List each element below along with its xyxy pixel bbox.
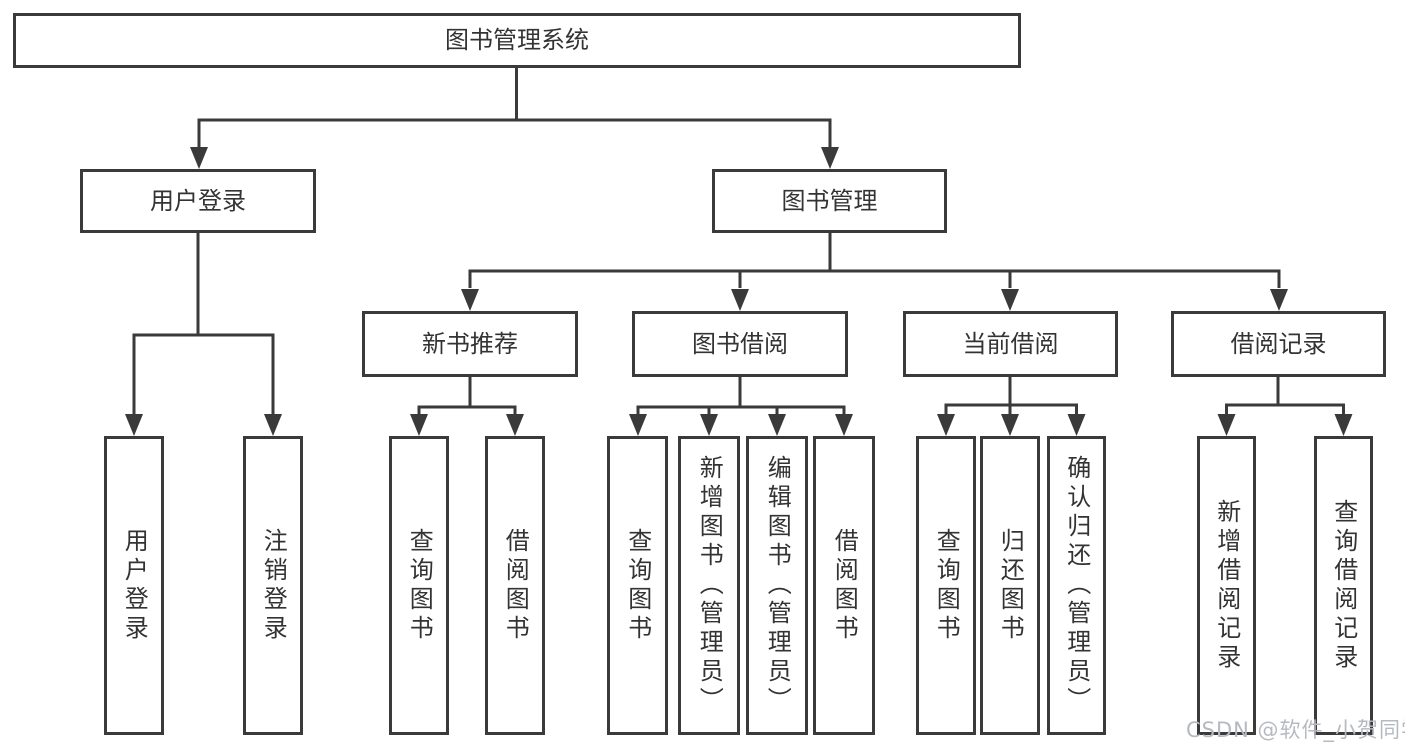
node-root-library-system: 图书管理系统 <box>13 13 1021 68</box>
node-leaf-borrow-books-recommend: 借阅图书 <box>485 436 545 735</box>
node-book-borrowing: 图书借阅 <box>632 311 848 377</box>
node-leaf-query-borrow-record: 查询借阅记录 <box>1314 436 1373 735</box>
node-borrowing-records: 借阅记录 <box>1171 311 1386 377</box>
node-leaf-query-books-recommend: 查询图书 <box>389 436 449 735</box>
node-leaf-logout: 注销登录 <box>243 436 303 735</box>
csdn-watermark: CSDN @软件_小贺同学 <box>1186 718 1405 742</box>
node-book-management: 图书管理 <box>712 169 947 233</box>
node-leaf-query-books-current: 查询图书 <box>916 436 976 735</box>
node-leaf-user-login: 用户登录 <box>104 436 164 735</box>
node-new-book-recommend: 新书推荐 <box>362 311 578 377</box>
node-leaf-query-books-borrow: 查询图书 <box>607 436 668 735</box>
node-leaf-add-borrow-record: 新增借阅记录 <box>1197 436 1256 735</box>
node-leaf-return-books: 归还图书 <box>980 436 1040 735</box>
node-current-borrowing: 当前借阅 <box>903 311 1118 377</box>
node-user-login: 用户登录 <box>80 169 316 233</box>
node-leaf-confirm-return-admin: 确认归还（管理员） <box>1047 436 1106 735</box>
arrowhead-icons <box>125 147 1353 436</box>
node-leaf-add-books-admin: 新增图书（管理员） <box>678 436 740 735</box>
node-leaf-borrow-books: 借阅图书 <box>813 436 875 735</box>
node-leaf-edit-books-admin: 编辑图书（管理员） <box>746 436 808 735</box>
